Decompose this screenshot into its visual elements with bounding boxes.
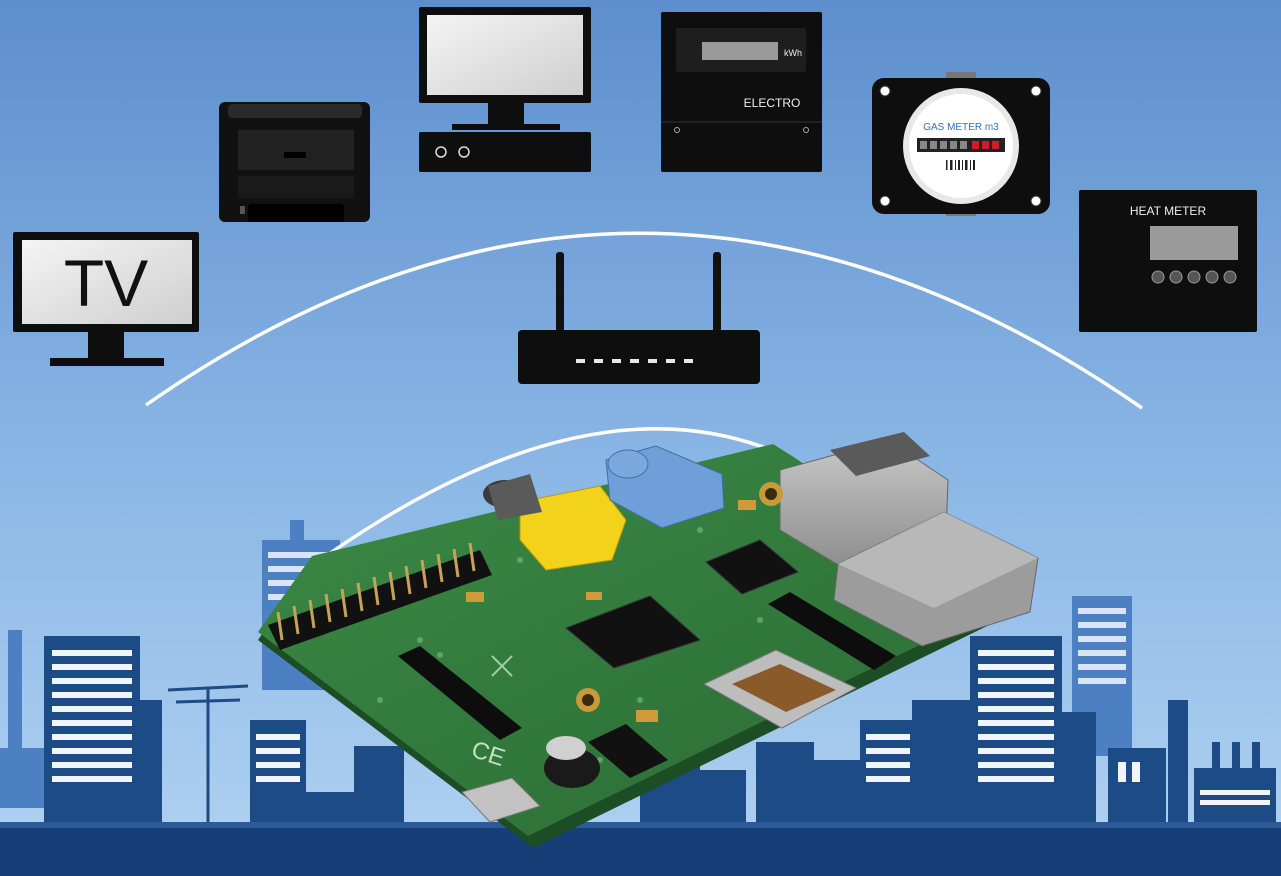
kwh-unit-label: kWh bbox=[784, 48, 802, 58]
gas-meter-label: GAS METER m3 bbox=[923, 122, 999, 133]
heat-meter-label: HEAT METER bbox=[1130, 204, 1207, 218]
gas-meter-device: GAS METER m3 bbox=[872, 72, 1050, 216]
tv-label: TV bbox=[64, 246, 148, 320]
outer-connection-arc bbox=[144, 231, 1143, 410]
electro-label: ELECTRO bbox=[744, 96, 801, 110]
router-device bbox=[518, 252, 760, 384]
raspberry-pi-board: CE bbox=[258, 432, 1039, 848]
electricity-meter-device: kWh ELECTRO bbox=[661, 12, 822, 172]
computer-device bbox=[419, 7, 591, 172]
tv-device: TV bbox=[13, 232, 199, 366]
heat-meter-device: HEAT METER bbox=[1079, 190, 1257, 332]
printer-device bbox=[219, 102, 370, 222]
